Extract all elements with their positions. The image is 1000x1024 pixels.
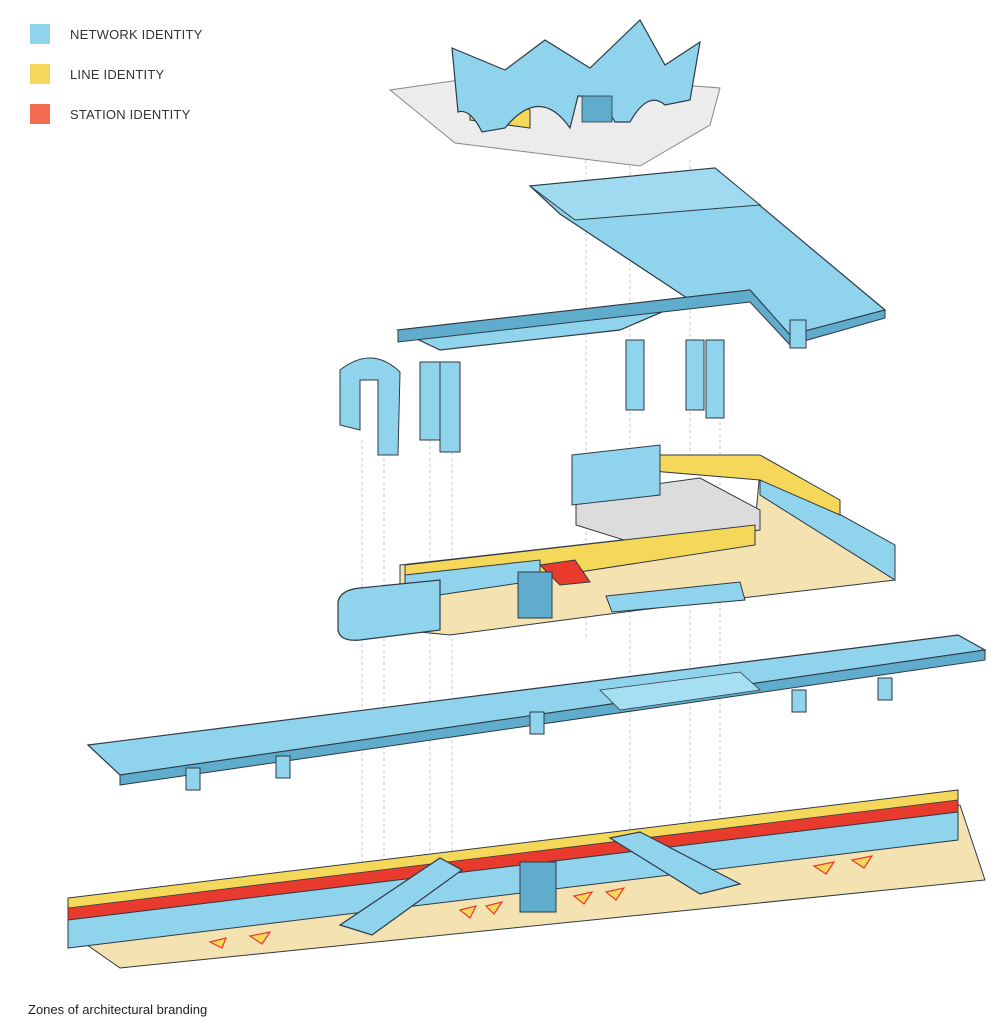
- platform-ceiling-level: [86, 634, 987, 791]
- legend-item-line: LINE IDENTITY: [30, 64, 202, 84]
- platform-lift-core: [519, 861, 557, 913]
- platform-escalator-right: [608, 831, 742, 895]
- figure-caption: Zones of architectural branding: [28, 1002, 208, 1017]
- legend-swatch-station: [30, 104, 50, 124]
- platform-ceiling-top: [86, 634, 987, 776]
- platform-level: [67, 789, 986, 969]
- platform-ceiling-columns: [185, 677, 893, 791]
- l-slab-front: [397, 289, 886, 346]
- legend: NETWORK IDENTITY LINE IDENTITY STATION I…: [30, 24, 202, 144]
- concourse-level: [337, 444, 896, 641]
- concourse-escalator-slot: [605, 581, 746, 613]
- platform-ceiling-edge: [119, 649, 986, 786]
- concourse-entry-corridor: [337, 579, 441, 641]
- legend-swatch-network: [30, 24, 50, 44]
- legend-item-network: NETWORK IDENTITY: [30, 24, 202, 44]
- canopy-door: [581, 95, 613, 123]
- legend-label-station: STATION IDENTITY: [70, 106, 191, 122]
- legend-label-line: LINE IDENTITY: [70, 66, 165, 82]
- concourse-upper-box: [571, 444, 661, 506]
- platform-escalator-left: [338, 857, 464, 936]
- platform-seating: [208, 855, 874, 949]
- l-slab-arm: [528, 167, 762, 221]
- concourse-wall-network-right: [759, 469, 896, 581]
- concourse-ceiling-level: [339, 167, 887, 456]
- concourse-lift-core: [517, 571, 553, 619]
- platform-ceiling-recess: [599, 671, 761, 711]
- slab-columns: [339, 319, 807, 456]
- concourse-station-accent: [538, 559, 591, 586]
- entrance-canopy-level: [388, 19, 721, 167]
- legend-swatch-line: [30, 64, 50, 84]
- legend-label-network: NETWORK IDENTITY: [70, 26, 203, 42]
- legend-item-station: STATION IDENTITY: [30, 104, 202, 124]
